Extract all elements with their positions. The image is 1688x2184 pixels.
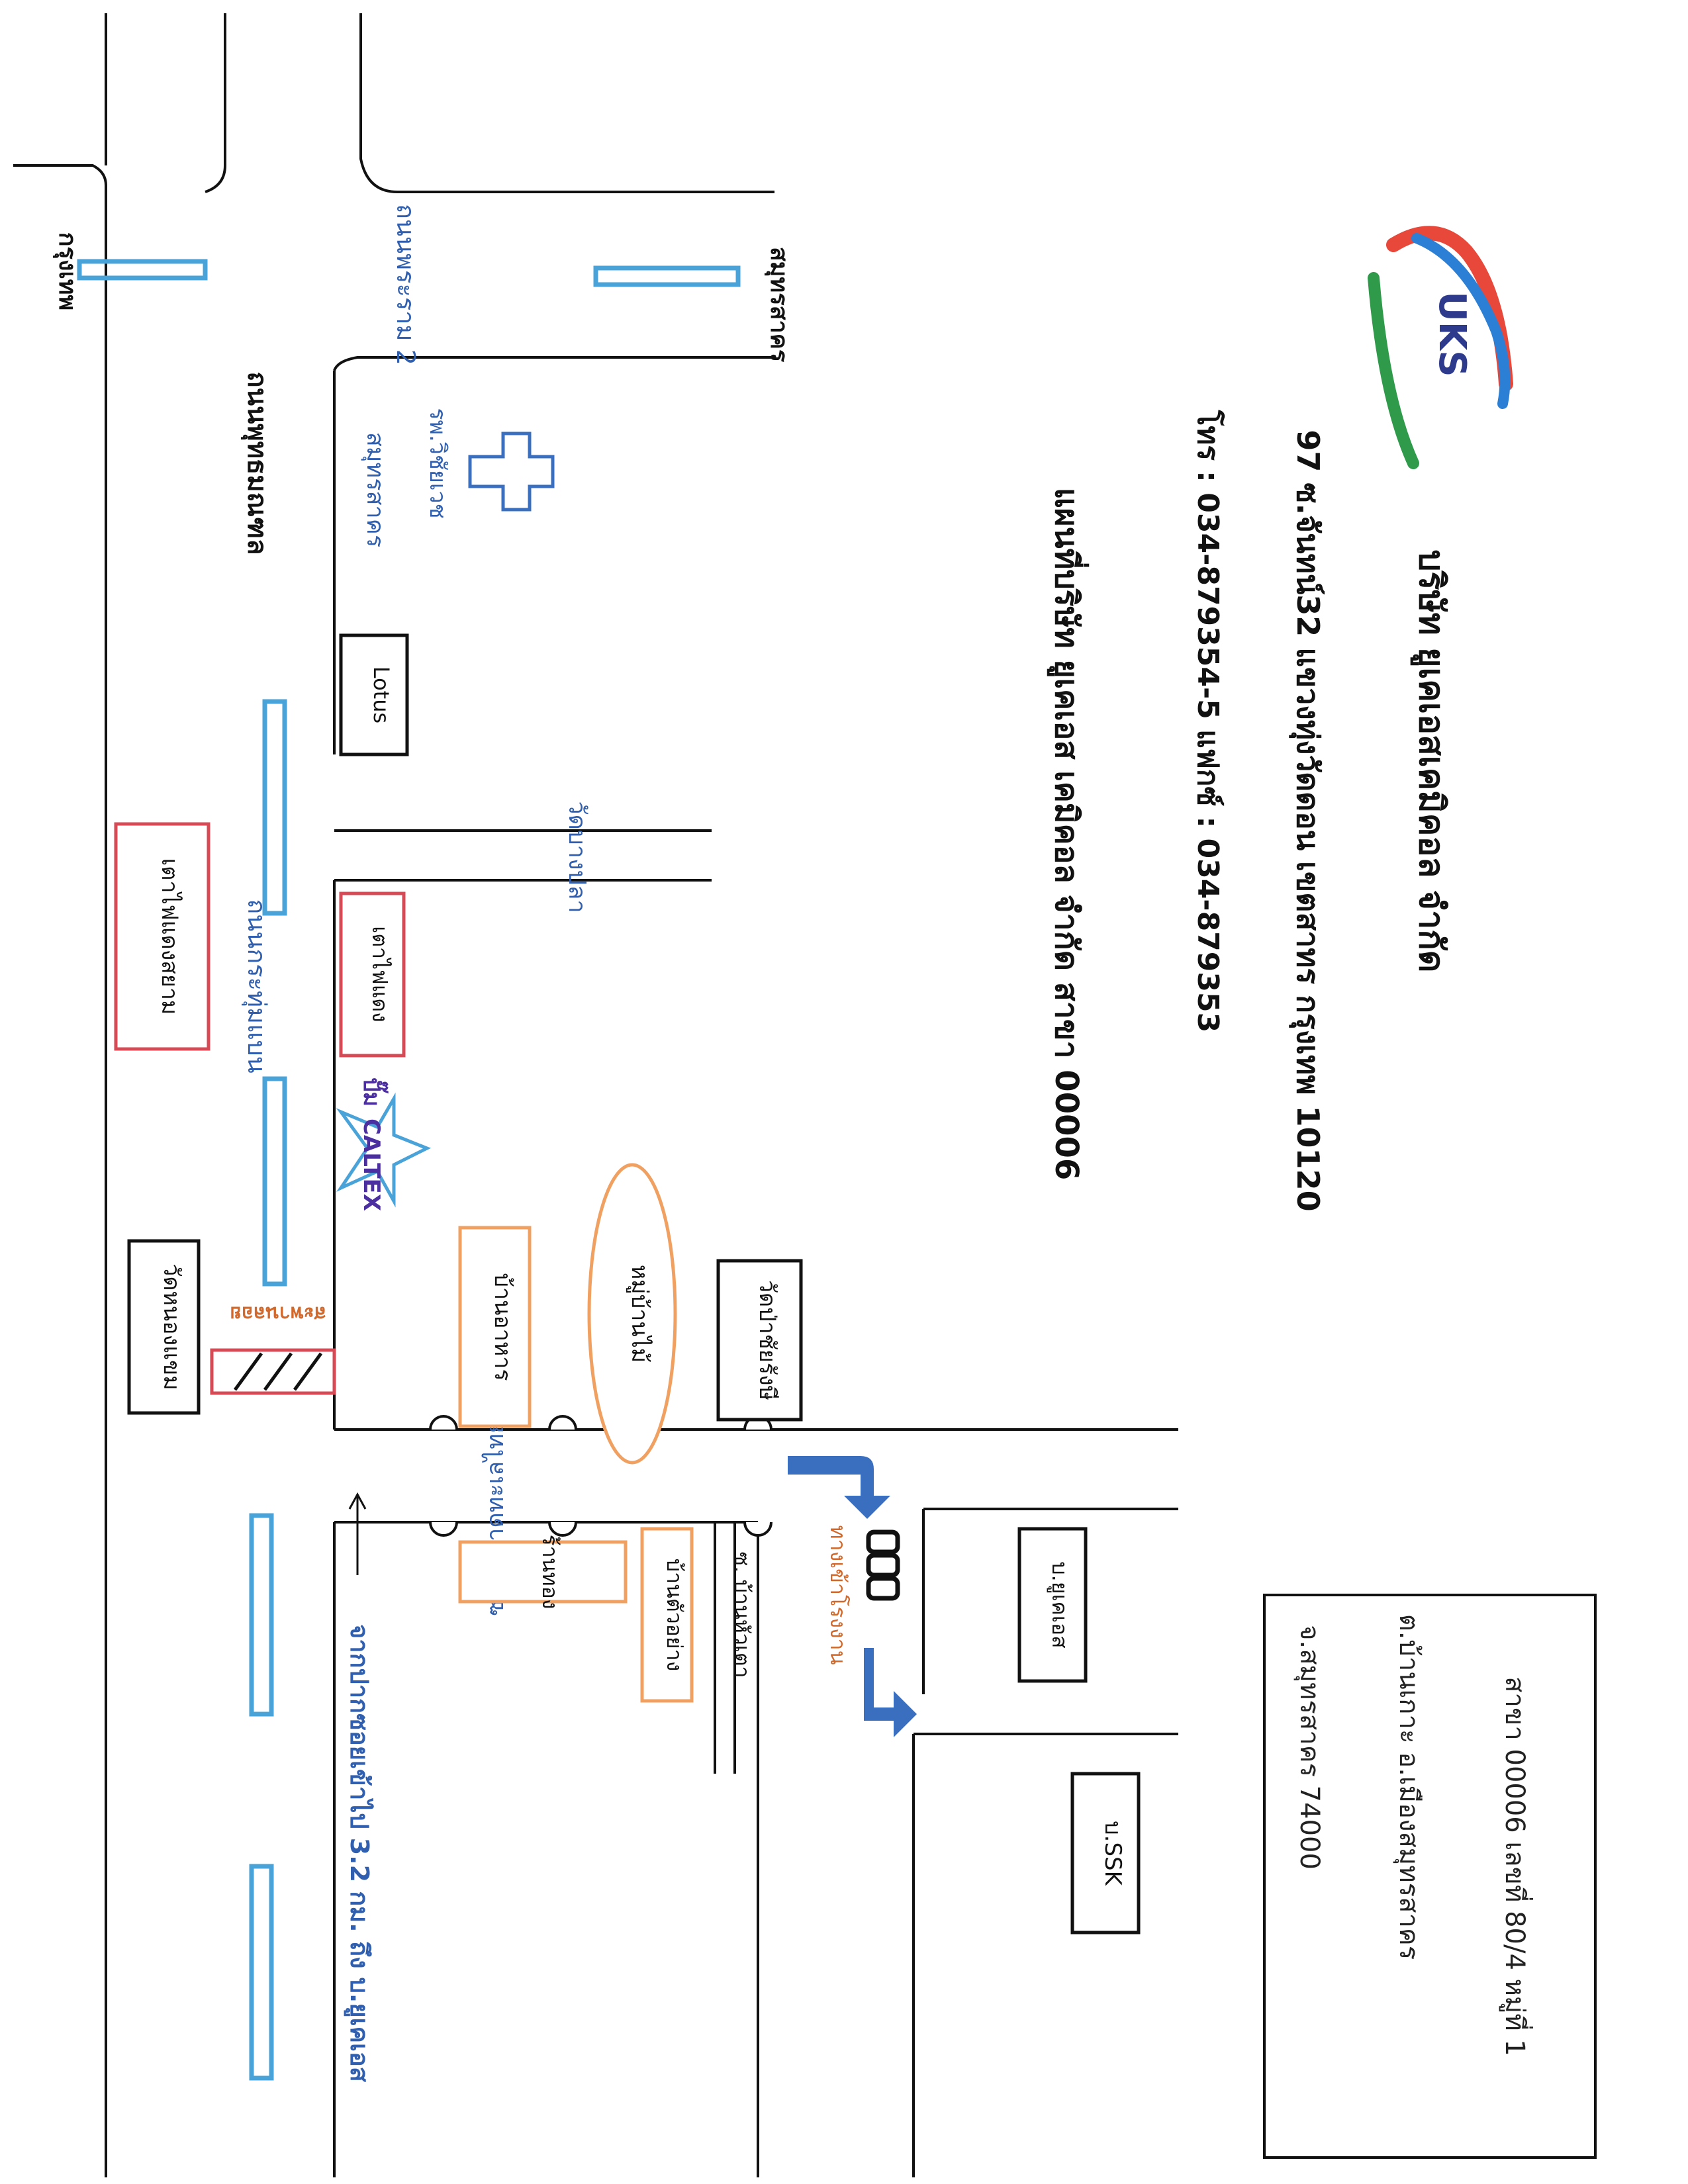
map-title: แผนที่บริษัท ยูเคเอส เคมิคอล จำกัด สาขา … — [1047, 488, 1090, 1181]
wat-chai-box: วัดป่าชัยรังษี — [716, 1259, 803, 1422]
road-label-samutsakhon-top: สมุทรสาคร — [764, 247, 792, 363]
company-logo: UKS — [1368, 226, 1513, 469]
lotus-label: Lotus — [369, 666, 394, 723]
factory-gate-icon — [866, 1529, 900, 1601]
road-label-wat-bang-soi: วัดบางปลา — [563, 801, 590, 913]
caltex-pump-label: ปั๊ม — [358, 1077, 389, 1107]
company-name: บริษัท ยูเคเอสเคมิคอล จำกัด — [1410, 549, 1451, 972]
tao-fai-box-2: เตาไฟแดงสยาม — [114, 822, 211, 1051]
road-lines — [13, 13, 1178, 2177]
food-shop-box-2: บ้านตัวอย่าง — [640, 1527, 694, 1703]
direction-line — [348, 1492, 367, 1575]
direction-arrow-turn-2 — [864, 1648, 917, 1737]
company-address: 97 ซ.จันทน์32 แขวงทุ่งวัดดอน เขตสาทร กรุ… — [1289, 430, 1326, 1211]
shop-soi-box: ร้านทอง — [458, 1535, 628, 1610]
branch-line-1: สาขา 00006 เลขที่ 80/4 หมู่ที่ 1 — [1499, 1676, 1533, 2056]
branch-address-box: สาขา 00006 เลขที่ 80/4 หมู่ที่ 1 ต.บ้านเ… — [1263, 1594, 1597, 2159]
ssk-label: บ.SSK — [1100, 1821, 1126, 1887]
road-label-krungthep: กรุงเทพ — [52, 232, 81, 310]
road-label-kratumban: ถนนกระทุ่มแบน — [242, 899, 271, 1073]
company-phone-fax: โทร : 034-879354-5 แฟกซ์ : 034-879353 — [1191, 410, 1226, 1033]
tao-fai-box-1: เตาไฟแดง — [339, 891, 406, 1058]
food-shop-box-1: บ้านอาหาร — [458, 1226, 532, 1428]
road-label-samutsakhon: สมุทรสาคร — [361, 432, 389, 547]
food-shop-label-1: บ้านอาหาร — [489, 1273, 516, 1381]
road-medians — [77, 259, 741, 2081]
direction-arrow-turn-1 — [788, 1456, 890, 1519]
food-shop-label-2: บ้านตัวอย่าง — [662, 1559, 687, 1671]
village-ellipse: หมู่บ้านไม้ — [587, 1163, 677, 1465]
distance-note: จากปากซอยเข้าไป 3.2 กม. ถึง บ.ยูเคเอส — [344, 1624, 374, 2083]
crosswalk-label: สะพานลอย — [230, 1302, 326, 1325]
hospital-label: รพ.วิชัยเวช — [424, 408, 451, 518]
hospital-cross-icon — [468, 432, 555, 512]
village-label: หมู่บ้านไม้ — [626, 1265, 653, 1363]
logo-text: UKS — [1430, 291, 1474, 377]
caltex-label: CALTEX — [358, 1118, 385, 1211]
wat-kong-box: วัดหนองแขม — [127, 1239, 201, 1415]
caltex-star-icon — [336, 1092, 432, 1208]
lotus-box: Lotus — [339, 633, 409, 756]
road-label-rama2: ถนนพระราม 2 — [391, 204, 420, 365]
tao-fai-label-2: เตาไฟแดงสยาม — [156, 858, 183, 1015]
shop-soi-label: ร้านทอง — [538, 1535, 563, 1610]
tao-fai-label-1: เตาไฟแดง — [367, 926, 393, 1022]
uks-factory-box: บ.ยูเคเอส — [1017, 1527, 1088, 1683]
road-label-ban-hua-tao: ซ. บ้านหัวเตา — [729, 1552, 755, 1678]
branch-line-3: จ.สมุทรสาคร 74000 — [1293, 1625, 1325, 1870]
crosswalk — [210, 1348, 336, 1395]
entrance-label: ทางเข้าโรงงาน — [825, 1525, 851, 1665]
wat-chai-label: วัดป่าชัยรังษี — [754, 1280, 780, 1400]
road-label-phuttha: ถนนพุทธมณฑล — [240, 371, 272, 555]
uks-factory-label: บ.ยูเคเอส — [1047, 1561, 1072, 1648]
branch-line-2: ต.บ้านเกาะ อ.เมืองสมุทรสาคร — [1393, 1614, 1424, 1960]
wat-kong-label: วัดหนองแขม — [158, 1263, 185, 1390]
ssk-box: บ.SSK — [1070, 1772, 1141, 1934]
